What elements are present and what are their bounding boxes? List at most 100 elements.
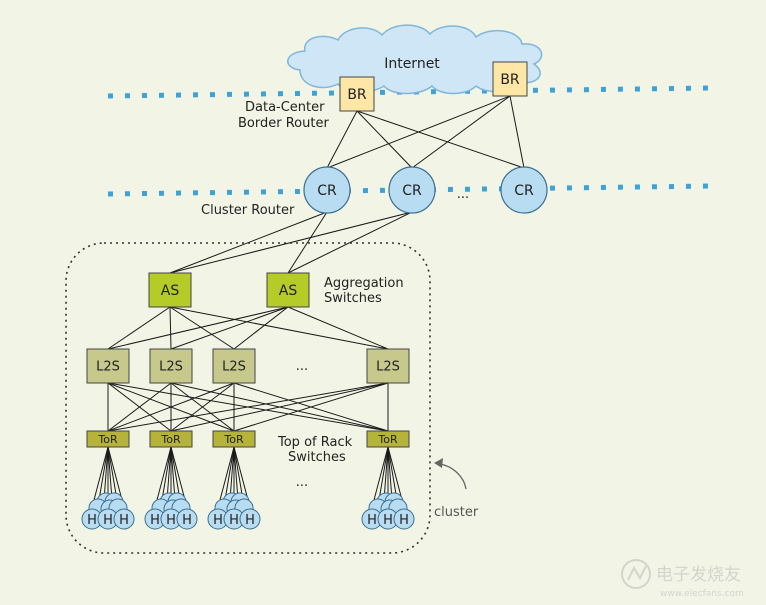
l2-switch-3-label: L2S [222,360,246,375]
link-as2-l2s4 [287,306,389,350]
host-3-6-label: H [213,513,223,528]
cluster-router-caption: Cluster Router [201,203,295,218]
link-tor2-host3 [166,446,172,501]
link-tor3-host3 [229,446,235,501]
border-router-caption-line1: Data-Center [245,100,325,115]
cr-ellipsis: ... [457,187,469,202]
l2-switch-1 [86,348,130,384]
link-tor4-host3 [383,446,389,501]
host-4-7-label: H [383,513,393,528]
host-2-8-label: H [182,513,192,528]
l2-switch-3 [212,348,256,384]
internet-label: Internet [384,56,440,72]
link-br1-cr2 [356,110,413,169]
link-br1-cr1 [326,110,358,169]
link-l2s3-tor2 [170,382,235,432]
link-tor1-host6 [107,446,118,501]
link-tor4-host1 [373,446,389,501]
border-router-1-label: BR [347,87,367,103]
link-tor3-host6 [233,446,244,501]
link-tor3-host2 [224,446,235,501]
link-tor3-host5 [233,446,239,501]
link-tor4-host5 [387,446,393,501]
link-tor1-host7 [107,446,123,501]
cluster-router-2 [388,166,436,214]
tor-caption-line2: Switches [288,450,346,465]
border-router-caption-line2: Border Router [238,116,329,131]
link-tor3-host1 [219,446,235,501]
cluster-router-3 [500,166,548,214]
aggregation-switch-1-label: AS [161,283,180,299]
tor-switch-1 [86,430,130,448]
link-l2s4-tor3 [233,382,389,432]
host-1-6-label: H [87,513,97,528]
link-tor4-host2 [378,446,389,501]
link-cr1-as2 [287,211,328,274]
link-tor2-host1 [156,446,172,501]
cluster-arrow-head [434,458,443,468]
tor-switch-1-label: ToR [97,433,118,446]
link-tor2-host2 [161,446,172,501]
link-tor1-host3 [103,446,109,501]
watermark-logo-mark [627,565,647,581]
host-ellipsis: ... [296,475,308,490]
host-4-8-label: H [399,513,409,528]
border-router-2 [492,61,528,97]
link-tor1-host5 [107,446,113,501]
link-l2s3-tor1 [107,382,235,432]
watermark: 电子发烧友 www.elecfans.com [621,559,744,599]
tor-switch-2-label: ToR [160,433,181,446]
internet-cloud: Internet [287,24,543,95]
cluster-label: cluster [434,505,479,520]
host-2-6-label: H [150,513,160,528]
aggregation-switch-1 [148,272,192,308]
link-tor1-host1 [93,446,109,501]
l2-switch-4 [366,348,410,384]
host-1-8 [113,508,135,530]
link-br2-cr1 [326,95,511,169]
tor-switch-3-label: ToR [223,433,244,446]
host-3-8 [239,508,261,530]
cluster-router-3-label: CR [514,183,534,199]
host-4-6-label: H [367,513,377,528]
watermark-logo-icon [621,559,651,589]
cluster-router-1 [303,166,351,214]
host-2-8 [176,508,198,530]
link-tor2-host7 [170,446,186,501]
link-as1-l2s3 [169,306,235,350]
link-tor4-host7 [387,446,403,501]
aggregation-caption-line2: Switches [324,291,382,306]
link-l2s4-tor2 [170,382,389,432]
link-l2s4-tor1 [107,382,389,432]
link-as1-l2s2 [169,306,172,350]
l2s-ellipsis: ... [296,359,308,374]
cluster-boundary [65,242,431,554]
link-as2-l2s2 [170,306,289,350]
host-4-8 [393,508,415,530]
link-br1-cr3 [356,110,525,169]
l2-switch-2 [149,348,193,384]
aggregation-switch-2-label: AS [279,283,298,299]
cluster-arrow [439,463,467,490]
link-tor1-host2 [98,446,109,501]
link-tor4-host6 [387,446,398,501]
link-br2-cr3 [509,95,525,169]
l2-switch-4-label: L2S [376,360,400,375]
watermark-text: 电子发烧友 [656,565,741,585]
link-as1-l2s1 [107,306,171,350]
link-br2-cr2 [411,95,511,169]
aggregation-switch-2 [266,272,310,308]
link-tor2-host6 [170,446,181,501]
link-l2s2-tor1 [107,382,172,432]
host-2-7-label: H [166,513,176,528]
border-router-2-label: BR [500,72,520,88]
border-router-1 [339,76,375,112]
aggregation-caption-line1: Aggregation [324,276,404,291]
l2-switch-1-label: L2S [96,360,120,375]
tor-switch-3 [212,430,256,448]
cluster-router-2-label: CR [402,183,422,199]
link-as2-l2s3 [233,306,289,350]
host-3-7-label: H [229,513,239,528]
watermark-subtext: www.elecfans.com [660,589,744,599]
